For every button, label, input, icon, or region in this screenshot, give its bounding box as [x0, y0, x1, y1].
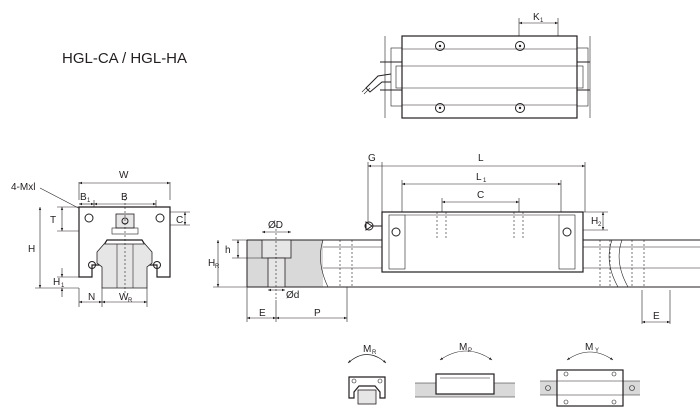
grease-nipple-icon [361, 73, 392, 95]
l-label: L [478, 153, 484, 164]
c-small-label: C [176, 215, 183, 226]
p-label: P [314, 308, 321, 319]
od-label: ØD [268, 220, 283, 231]
svg-text:P: P [468, 348, 472, 354]
svg-text:R: R [372, 350, 377, 356]
b-label: B [121, 192, 128, 203]
e-right-label: E [653, 311, 660, 322]
moment-mr-figure: M R [347, 344, 387, 405]
moment-mp-figure: M P [415, 342, 515, 398]
l1-label: L [476, 172, 482, 183]
svg-text:R: R [215, 264, 220, 270]
svg-text:1: 1 [540, 18, 544, 24]
n-label: N [88, 292, 95, 303]
h2-label: H [591, 216, 598, 227]
h-label: H [28, 244, 35, 255]
svg-text:1: 1 [483, 178, 487, 184]
wr-label: W [119, 292, 129, 303]
side-view: L G L 1 C H 2 ØD h H R [208, 153, 700, 324]
od-small-label: Ød [286, 290, 299, 301]
counterbore-hole [261, 239, 292, 259]
rail-section [96, 243, 153, 289]
mr-label: M [363, 344, 371, 355]
my-label: M [585, 342, 593, 353]
w-label: W [119, 170, 129, 181]
e-left-label: E [259, 308, 266, 319]
c-label: C [477, 190, 484, 201]
svg-text:1: 1 [87, 198, 91, 204]
mounting-hole-icon [435, 41, 525, 113]
h-small-label: h [225, 245, 231, 256]
svg-text:2: 2 [598, 222, 602, 228]
g-label: G [368, 153, 376, 164]
k1-label: K [533, 12, 540, 23]
top-view: K 1 [361, 12, 591, 119]
h1-label: H [53, 277, 60, 288]
svg-text:Y: Y [595, 348, 599, 354]
mxl-label: 4-Mxl [11, 182, 35, 193]
hr-label: H [208, 258, 215, 269]
block-side-outline [381, 211, 584, 273]
series-title: HGL-CA / HGL-HA [62, 50, 187, 67]
front-view: W B 1 B 4-Mxl C [11, 170, 190, 307]
b1-label: B [80, 192, 87, 203]
moment-my-figure: M Y [540, 342, 640, 407]
svg-text:R: R [128, 298, 133, 304]
svg-text:1: 1 [61, 283, 65, 289]
t-label: T [50, 215, 56, 226]
mp-label: M [459, 342, 467, 353]
block-top-outline [401, 35, 578, 119]
